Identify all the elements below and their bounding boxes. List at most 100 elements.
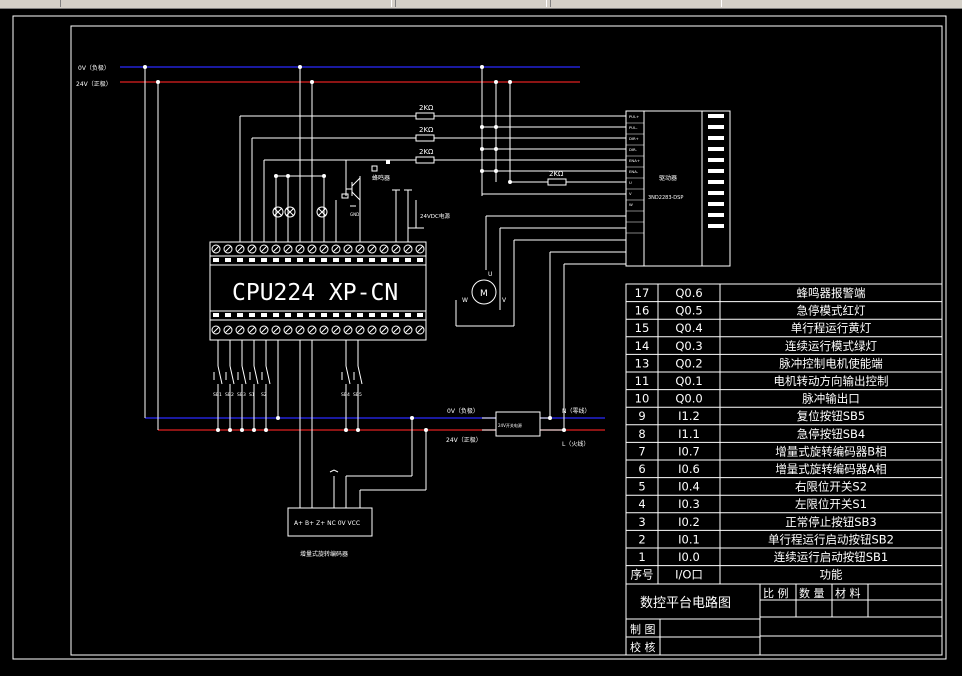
- io-function: 脉冲控制电机使能端: [779, 356, 883, 370]
- io-port: Q0.6: [675, 286, 702, 300]
- resistor-4-label: 2KΩ: [549, 170, 564, 178]
- io-no: 10: [635, 392, 650, 406]
- encoder-pins: A+ B+ Z+ NC 0V VCC: [294, 520, 360, 527]
- plc-terminal-top: [247, 244, 257, 254]
- encoder-body: [287, 507, 373, 537]
- io-port: I0.0: [678, 550, 700, 564]
- io-function: 急停按钮SB4: [797, 427, 866, 441]
- plc-terminal-top: [343, 244, 353, 254]
- io-no: 1: [638, 550, 645, 564]
- plc-terminal-bottom: [211, 325, 221, 335]
- driver-pin: DIR+: [626, 136, 724, 146]
- drawing-canvas: 0V（负极） 24V（正极） 0V（负极） 24V（正极） N（零线） L（火线…: [0, 8, 962, 672]
- plc-terminal-top: [223, 244, 233, 254]
- io-table-row: 10 Q0.0 脉冲输出口: [626, 389, 942, 406]
- driver-pin: ENA+: [626, 158, 724, 168]
- toolbar-icon-2[interactable]: [395, 0, 547, 7]
- l-line-label: L（火线）: [562, 440, 589, 448]
- resistor-2: [415, 134, 435, 142]
- plc-model: CPU224 XP-CN: [232, 280, 398, 306]
- plc-terminal-top: [403, 244, 413, 254]
- switch-sb2: SB2: [225, 365, 235, 398]
- resistor-1: [415, 112, 435, 120]
- driver-pin-label: ENA-: [629, 169, 639, 174]
- io-port: I0.7: [678, 444, 700, 458]
- io-port: Q0.5: [675, 304, 702, 318]
- wiring: [144, 67, 626, 508]
- io-function: 电机转动方向输出控制: [774, 374, 889, 388]
- io-no: 13: [635, 356, 650, 370]
- switch-sb4: SB4: [341, 365, 351, 398]
- plc-terminal-bottom: [259, 325, 269, 335]
- plc-terminal-top: [259, 244, 269, 254]
- io-no: 16: [635, 304, 650, 318]
- plc-terminals-bottom: [211, 313, 425, 335]
- n-line-label: N（零线）: [562, 407, 591, 415]
- driver-pin-label: DIR+: [629, 136, 639, 141]
- driver-pin: ENA-: [626, 169, 724, 179]
- io-function: 脉冲输出口: [802, 392, 860, 406]
- driver-name: 驱动器: [659, 175, 677, 182]
- plc-terminal-bottom: [247, 325, 257, 335]
- io-function: 正常停止按钮SB3: [785, 515, 877, 529]
- stepper-driver: PUL+PUL-DIR+DIR-ENA+ENA-UVW 驱动器 3ND2283-…: [625, 110, 731, 267]
- neg-rail-label: 0V（负极）: [78, 64, 110, 72]
- title-block: 数控平台电路图 比 例 数 量 材 料 制 图 校 核: [625, 583, 943, 656]
- resistor-3-label: 2KΩ: [419, 148, 434, 156]
- io-port: I0.1: [678, 532, 700, 546]
- power-module: [495, 411, 541, 437]
- switch-label: SB3: [237, 392, 246, 398]
- resistor-1-label: 2KΩ: [419, 104, 434, 112]
- io-port: I0.2: [678, 515, 700, 529]
- plc-terminal-top: [271, 244, 281, 254]
- switch-label: SB2: [225, 392, 234, 398]
- plc-terminal-top: [283, 244, 293, 254]
- switch-label: SB5: [353, 392, 362, 398]
- checked-label: 校 核: [630, 640, 656, 654]
- io-port: I0.3: [678, 497, 700, 511]
- outer-frame: [12, 15, 947, 660]
- plc-terminal-top: [379, 244, 389, 254]
- plc-module: CPU224 XP-CN: [209, 241, 427, 341]
- toolbar-icon-1[interactable]: [60, 0, 392, 7]
- drawing-title: 数控平台电路图: [640, 595, 731, 611]
- driver-pin-label: U: [629, 180, 632, 185]
- io-no: 2: [638, 532, 645, 546]
- plc-terminal-top: [331, 244, 341, 254]
- resistor-4: [547, 178, 567, 186]
- io-port: Q0.0: [675, 392, 702, 406]
- driver-pin: [626, 224, 724, 234]
- plc-terminal-bottom: [295, 325, 305, 335]
- driver-pins: PUL+PUL-DIR+DIR-ENA+ENA-UVW: [626, 114, 724, 234]
- switch-sb3: SB3: [237, 365, 247, 398]
- driver-pin: PUL-: [626, 125, 724, 135]
- switch-label: S1: [249, 392, 255, 398]
- motor-v-label: V: [502, 297, 507, 304]
- io-port: I1.2: [678, 409, 700, 423]
- qty-label: 数 量: [799, 587, 825, 600]
- plc-terminal-top: [211, 244, 221, 254]
- dc-source-label: 24VDC电源: [420, 212, 450, 220]
- io-port: I1.1: [678, 427, 700, 441]
- plc-terminal-top: [319, 244, 329, 254]
- io-function: 连续运行模式绿灯: [785, 339, 877, 353]
- toolbar-icon-3[interactable]: [550, 0, 722, 7]
- neg-rail-label-2: 0V（负极）: [447, 407, 479, 415]
- driver-pin-label: V: [629, 191, 632, 196]
- plc-terminal-top: [391, 244, 401, 254]
- io-no: 5: [638, 480, 645, 494]
- io-port: Q0.1: [675, 374, 702, 388]
- gnd-label: GND: [350, 212, 359, 217]
- pos-rail-label-2: 24V（正极）: [446, 436, 482, 444]
